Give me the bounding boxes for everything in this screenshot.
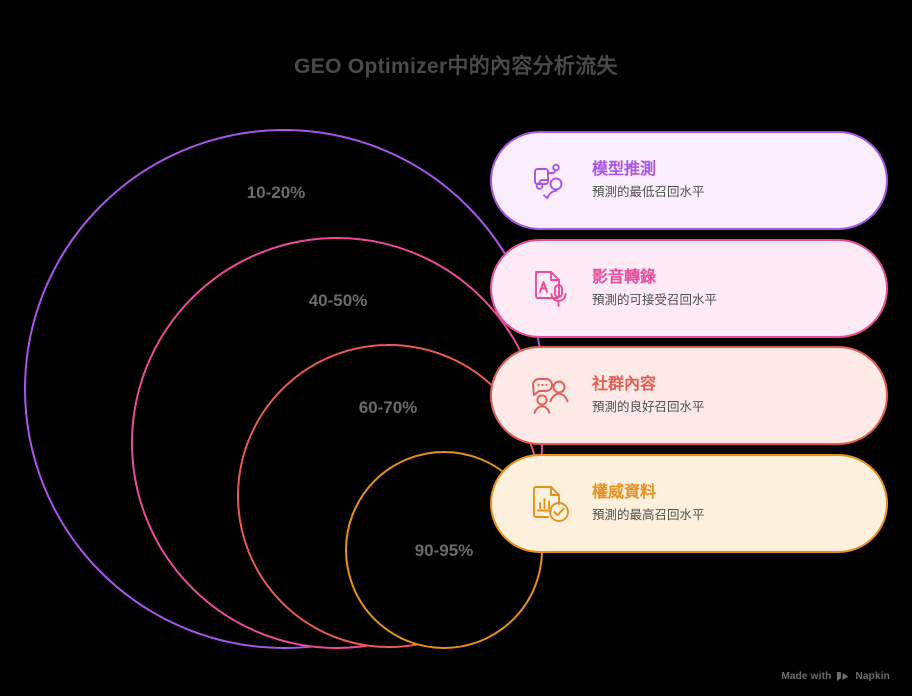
community-content-icon — [528, 373, 574, 419]
percent-label-2: 40-50% — [308, 291, 368, 310]
legend-card-title: 權威資料 — [592, 484, 657, 502]
legend-card-1[interactable]: 模型推測預測的最低召回水平 — [490, 131, 888, 230]
legend-card-text: 社群內容預測的良好召回水平 — [592, 376, 705, 414]
legend-card-title: 社群內容 — [592, 376, 657, 394]
legend-card-3[interactable]: 社群內容預測的良好召回水平 — [490, 346, 888, 445]
page-title: GEO Optimizer中的內容分析流失 — [294, 55, 618, 78]
legend-card-text: 模型推測預測的最低召回水平 — [592, 161, 705, 199]
legend-card-text: 影音轉錄預測的可接受召回水平 — [592, 269, 717, 307]
percent-label-3: 60-70% — [358, 398, 418, 417]
legend-card-4[interactable]: 權威資料預測的最高召回水平 — [490, 454, 888, 553]
legend-card-subtitle: 預測的良好召回水平 — [592, 399, 705, 414]
legend-card-text: 權威資料預測的最高召回水平 — [592, 484, 705, 522]
model-inference-icon — [528, 158, 574, 204]
legend-card-title: 模型推測 — [592, 161, 657, 179]
legend-card-subtitle: 預測的最低召回水平 — [592, 184, 705, 199]
authoritative-data-icon — [528, 481, 574, 527]
legend-card-title: 影音轉錄 — [592, 269, 657, 287]
napkin-watermark: Made with Napkin — [781, 671, 890, 682]
watermark-text: Made with — [781, 671, 832, 682]
percent-label-4: 90-95% — [414, 541, 474, 560]
legend-card-2[interactable]: 影音轉錄預測的可接受召回水平 — [490, 239, 888, 338]
napkin-logo-icon — [836, 671, 850, 682]
legend-card-subtitle: 預測的可接受召回水平 — [592, 292, 718, 307]
percent-label-1: 10-20% — [246, 183, 306, 202]
legend-card-subtitle: 預測的最高召回水平 — [592, 507, 705, 522]
audio-transcription-icon — [528, 266, 574, 312]
watermark-brand: Napkin — [855, 671, 890, 682]
